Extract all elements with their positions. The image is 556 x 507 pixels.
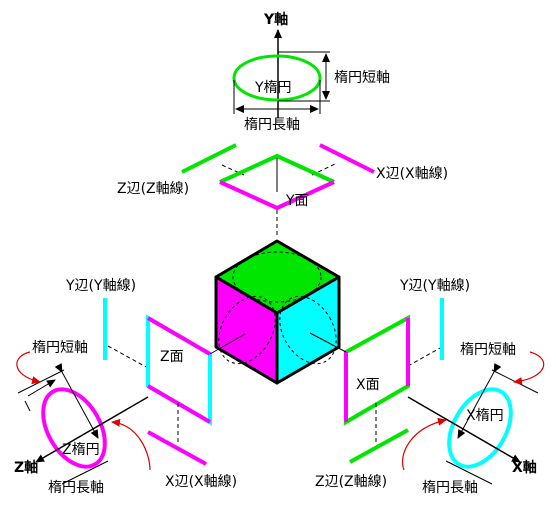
x-axis-label: X軸 (512, 459, 537, 476)
z-edge-bottom-line (349, 428, 409, 464)
y-face-label: Y面 (285, 193, 309, 209)
y-edge-left-label: Y辺(Y軸線) (65, 278, 136, 294)
z-face-label: Z面 (160, 349, 184, 365)
z-edge-bottom-label: Z辺(Z軸線) (315, 474, 387, 490)
y-axis-group: Y軸 Y楕円 楕円短軸 楕円長軸 (232, 11, 390, 133)
y-minor-axis-label: 楕円短軸 (334, 69, 390, 86)
x-edge-bottom-label: X辺(X軸線) (165, 474, 237, 490)
left-minor-axis-label: 楕円短軸 (32, 339, 88, 356)
y-axis-label: Y軸 (263, 11, 288, 28)
x-edge-top-line (319, 143, 375, 174)
left-major-axis-label: 楕円長軸 (48, 479, 104, 496)
z-axis-label: Z軸 (14, 459, 38, 476)
z-face-group: Y辺(Y軸線) Z面 X辺(X軸線) Z楕円 Z軸 楕円短軸 楕円長軸 (14, 278, 246, 496)
y-face-bottom-edges (219, 180, 335, 211)
right-minor-axis-label: 楕円短軸 (460, 341, 516, 358)
y-face-top-edges (219, 153, 335, 184)
x-face-outline (344, 314, 410, 426)
z-edge-top-label: Z辺(Z軸線) (117, 181, 189, 197)
isometric-cube (214, 239, 341, 385)
y-face-group: Y面 Z辺(Z軸線) X辺(X軸線) (117, 143, 448, 236)
x-face-group: Y辺(Y軸線) X面 Z辺(Z軸線) X楕円 X軸 楕円短軸 楕円長軸 (309, 278, 545, 496)
y-major-axis-label: 楕円長軸 (244, 116, 300, 133)
cube-right-face (275, 275, 341, 385)
z-ellipse-label: Z楕円 (62, 441, 100, 458)
z-edge-top-line (181, 143, 237, 174)
y-ellipse (232, 54, 322, 102)
y-edge-right-label: Y辺(Y軸線) (399, 278, 470, 294)
x-edge-bottom-line (147, 430, 207, 466)
z-face-outline (146, 314, 212, 426)
right-major-axis-label: 楕円長軸 (422, 479, 478, 496)
x-ellipse-label: X楕円 (466, 407, 504, 424)
x-edge-top-label: X辺(X軸線) (376, 166, 448, 182)
x-face-label: X面 (356, 377, 380, 393)
y-ellipse-label: Y楕円 (254, 79, 292, 96)
